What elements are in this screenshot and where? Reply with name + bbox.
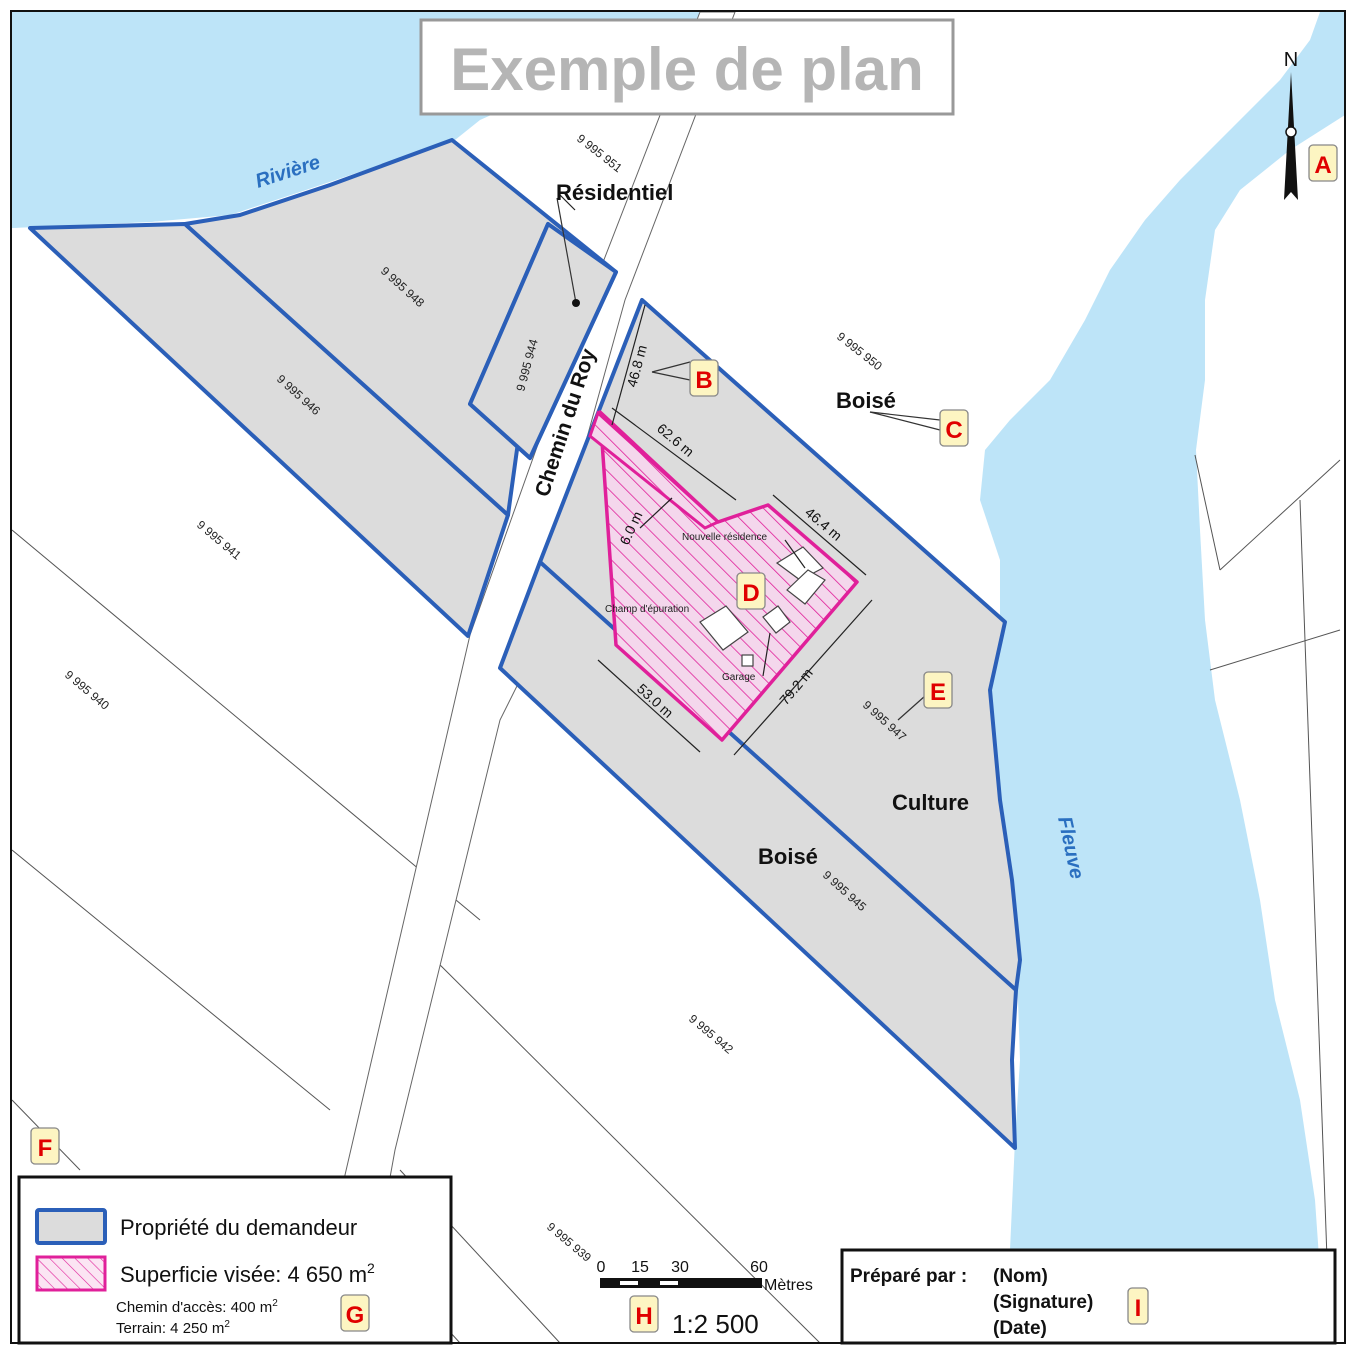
marker-f: F: [30, 1127, 60, 1165]
scale-bar: 0 15 30 60 Mètres H 1:2 500: [597, 1259, 813, 1339]
residence-label: Nouvelle résidence: [682, 532, 767, 543]
legend: Propriété du demandeur Superficie visée:…: [17, 1175, 453, 1345]
scale-unit: Mètres: [764, 1277, 813, 1294]
svg-text:E: E: [930, 679, 946, 706]
prepared-label: Préparé par :: [850, 1266, 967, 1287]
wood-north-label: Boisé: [836, 388, 896, 413]
buildings: [699, 539, 826, 677]
marker-i: I: [1127, 1287, 1149, 1325]
legend-area-label: Superficie visée: 4 650 m2: [120, 1260, 375, 1287]
wood-south-label: Boisé: [758, 844, 818, 869]
legend-owner-label: Propriété du demandeur: [120, 1215, 357, 1240]
residential-point: [572, 299, 580, 307]
prepared-date: (Date): [993, 1318, 1047, 1339]
title-box: [419, 18, 955, 116]
marker-a: A: [1308, 144, 1338, 182]
legend-access-label: Chemin d'accès: 400 m2: [116, 1298, 278, 1316]
svg-text:C: C: [945, 417, 962, 444]
marker-h: H: [629, 1295, 659, 1333]
legend-area-swatch: [35, 1255, 107, 1292]
marker-g: G: [340, 1294, 370, 1332]
svg-text:H: H: [635, 1303, 652, 1330]
north-arrow-icon: N: [1284, 49, 1298, 200]
map-frame: [10, 10, 1346, 1344]
dimension-lines: [559, 194, 873, 756]
prepared-name: (Nom): [993, 1266, 1048, 1287]
access-road-area: [588, 410, 721, 530]
scale-tick-0: 0: [597, 1259, 606, 1276]
svg-text:N: N: [1284, 49, 1298, 71]
residential-label: Résidentiel: [556, 180, 673, 205]
legend-owner-swatch: [35, 1208, 107, 1245]
legend-land-label: Terrain: 4 250 m2: [116, 1319, 230, 1337]
marker-e: E: [923, 671, 953, 709]
marker-b: B: [689, 359, 719, 397]
parcel-944: [468, 222, 618, 460]
scale-tick-15: 15: [631, 1259, 649, 1276]
scale-ratio: 1:2 500: [672, 1309, 759, 1339]
svg-text:B: B: [695, 367, 712, 394]
prepared-signature: (Signature): [993, 1292, 1093, 1313]
svg-text:A: A: [1314, 152, 1331, 179]
septic-label: Champ d'épuration: [605, 604, 689, 615]
leader-lines: [556, 197, 941, 721]
svg-text:I: I: [1135, 1295, 1142, 1322]
prepared-by-box: Préparé par : (Nom) (Signature) (Date) I: [840, 1248, 1337, 1345]
svg-text:F: F: [38, 1135, 53, 1162]
marker-c: C: [939, 409, 969, 447]
parcel-945: [498, 560, 1018, 1150]
scale-tick-30: 30: [671, 1259, 689, 1276]
scale-tick-60: 60: [750, 1259, 768, 1276]
page-title: Exemple de plan: [450, 36, 924, 103]
marker-d: D: [736, 572, 766, 610]
svg-text:D: D: [742, 580, 759, 607]
culture-label: Culture: [892, 790, 969, 815]
fleuve-water: [980, 12, 1345, 1343]
garage-label: Garage: [722, 672, 756, 683]
svg-text:G: G: [346, 1302, 365, 1329]
